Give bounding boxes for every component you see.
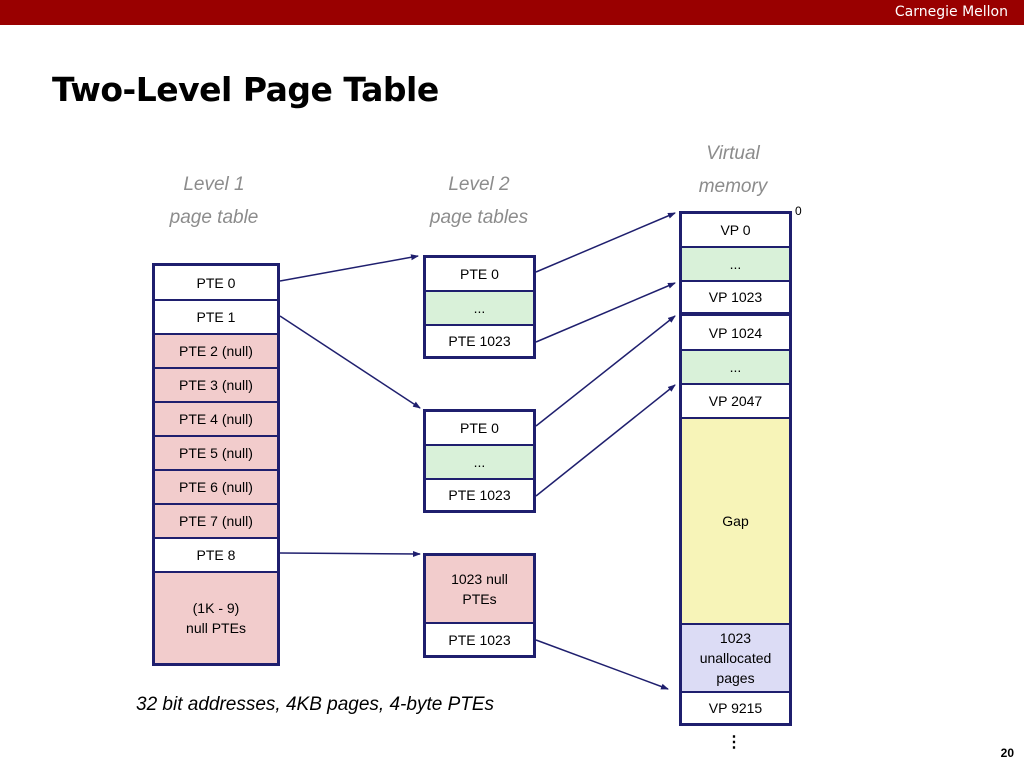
vm-entry-unallocated: 1023 unallocated pages	[682, 625, 789, 693]
level2-page-table-b: PTE 0 ... PTE 1023	[423, 409, 536, 513]
vm-entry-vp0: VP 0	[682, 214, 789, 248]
vm-entry-vp1024: VP 1024	[682, 316, 789, 351]
vm-entry-ellipsis-b: ...	[682, 351, 789, 385]
brand-label: Carnegie Mellon	[894, 4, 1008, 20]
level2-heading: Level 2 page tables	[399, 168, 559, 234]
level2a-entry-ellipsis: ...	[426, 292, 533, 326]
level1-entry-pte7: PTE 7 (null)	[155, 505, 277, 539]
level1-entry-pte5: PTE 5 (null)	[155, 437, 277, 471]
arrow-l2c-pte1023-to-vp9215	[535, 639, 669, 690]
arrow-pte0-to-l2a	[279, 254, 419, 282]
address-zero-label: 0	[795, 204, 802, 218]
level1-entry-pte1: PTE 1	[155, 301, 277, 335]
vm-entry-ellipsis-a: ...	[682, 248, 789, 282]
level2a-entry-pte0: PTE 0	[426, 258, 533, 292]
vm-entry-vp2047: VP 2047	[682, 385, 789, 419]
arrow-pte1-to-l2b	[279, 315, 421, 409]
vm-heading-line-2: memory	[698, 176, 768, 197]
arrow-l2b-pte0-to-vp1024	[535, 315, 676, 427]
level2c-entry-null-ptes: 1023 null PTEs	[426, 556, 533, 624]
vm-heading-line-1: Virtual	[706, 143, 760, 164]
arrow-l2a-pte1023-to-vp1023	[535, 282, 676, 343]
level2b-entry-pte1023: PTE 1023	[426, 480, 533, 510]
arrow-l2a-pte0-to-vp0	[535, 212, 676, 273]
level1-entry-pte3: PTE 3 (null)	[155, 369, 277, 403]
arrow-pte8-to-l2c	[279, 550, 421, 557]
level1-entry-pte8: PTE 8	[155, 539, 277, 573]
slide-title: Two-Level Page Table	[52, 70, 439, 109]
level2-heading-line-1: Level 2	[448, 174, 510, 195]
level1-entry-null-ptes: (1K - 9) null PTEs	[155, 573, 277, 663]
level1-heading: Level 1 page table	[134, 168, 294, 234]
vm-entry-vp9215: VP 9215	[682, 693, 789, 723]
level2-page-table-a: PTE 0 ... PTE 1023	[423, 255, 536, 359]
vm-block-bottom: VP 1024 ... VP 2047 Gap 1023 unallocated…	[679, 313, 792, 726]
vm-heading: Virtual memory	[653, 137, 813, 203]
arrow-l2b-pte1023-to-vp2047	[535, 384, 676, 497]
level2-heading-line-2: page tables	[429, 207, 529, 228]
level1-heading-line-2: page table	[169, 207, 259, 228]
level2a-entry-pte1023: PTE 1023	[426, 326, 533, 356]
level2-page-table-c: 1023 null PTEs PTE 1023	[423, 553, 536, 658]
page-number: 20	[1000, 746, 1014, 760]
vm-continuation-dots: ⋮	[726, 734, 742, 751]
level1-heading-line-1: Level 1	[183, 174, 245, 195]
level2b-entry-pte0: PTE 0	[426, 412, 533, 446]
level1-entry-pte2: PTE 2 (null)	[155, 335, 277, 369]
level2b-entry-ellipsis: ...	[426, 446, 533, 480]
top-bar: Carnegie Mellon	[0, 0, 1024, 25]
vm-entry-gap: Gap	[682, 419, 789, 625]
level1-entry-pte6: PTE 6 (null)	[155, 471, 277, 505]
level1-page-table: PTE 0 PTE 1 PTE 2 (null) PTE 3 (null) PT…	[152, 263, 280, 666]
vm-entry-vp1023: VP 1023	[682, 282, 789, 312]
level1-entry-pte4: PTE 4 (null)	[155, 403, 277, 437]
level2c-entry-pte1023: PTE 1023	[426, 624, 533, 655]
level1-entry-pte0: PTE 0	[155, 266, 277, 301]
vm-block-top: VP 0 ... VP 1023	[679, 211, 792, 315]
footnote: 32 bit addresses, 4KB pages, 4-byte PTEs	[136, 694, 495, 715]
